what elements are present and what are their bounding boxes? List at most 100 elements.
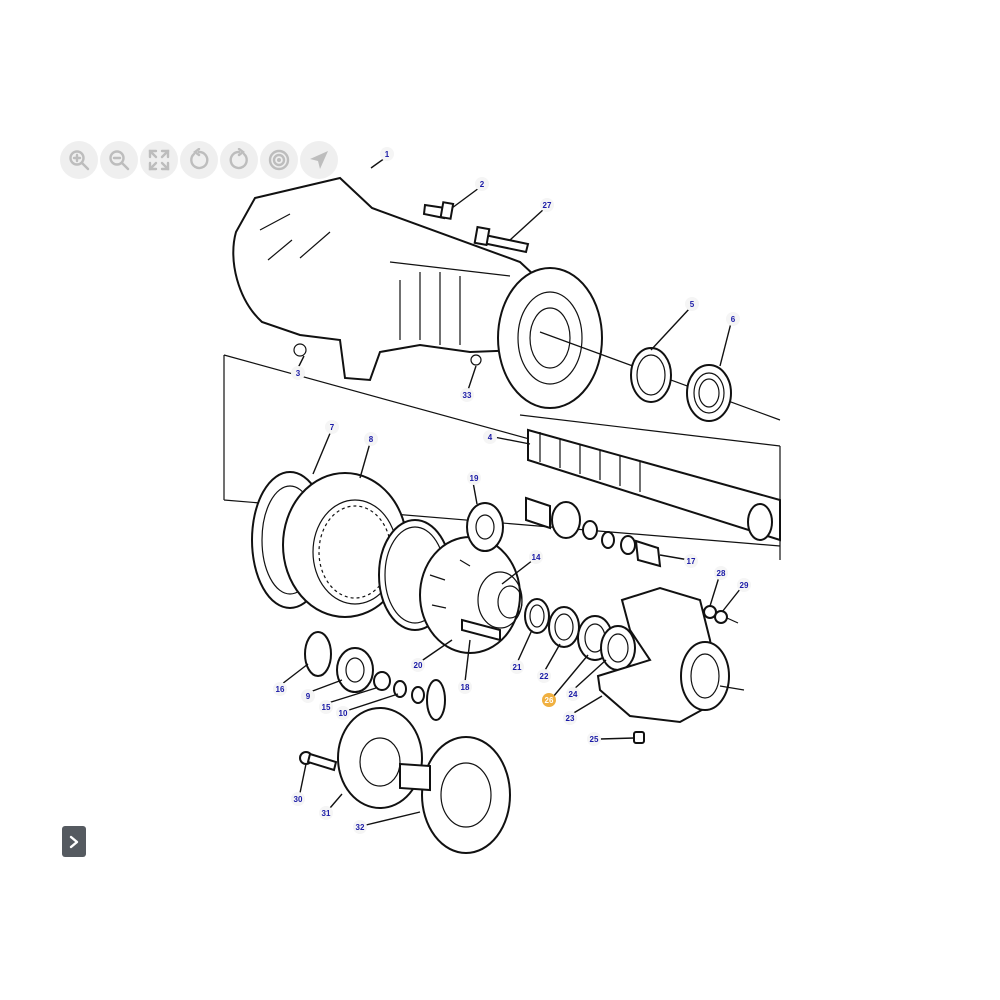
callout-marker-5[interactable] bbox=[685, 297, 699, 311]
wheel-hub-23 bbox=[596, 586, 745, 724]
callout-marker-30[interactable] bbox=[291, 792, 305, 806]
callout-marker-32[interactable] bbox=[353, 820, 367, 834]
callout-marker-22[interactable] bbox=[537, 669, 551, 683]
callout-label-14[interactable]: 14 bbox=[532, 553, 541, 562]
bolt-2 bbox=[422, 201, 455, 220]
callout-label-7[interactable]: 7 bbox=[330, 423, 335, 432]
callout-label-16[interactable]: 16 bbox=[276, 685, 285, 694]
callout-marker-10[interactable] bbox=[336, 706, 350, 720]
bearing-22 bbox=[548, 606, 580, 648]
callout-label-26[interactable]: 26 bbox=[545, 696, 554, 705]
callout-label-20[interactable]: 20 bbox=[414, 661, 423, 670]
spacer-10 bbox=[393, 679, 446, 721]
plug-25 bbox=[633, 731, 645, 744]
callout-marker-4[interactable] bbox=[483, 430, 497, 444]
planet-gear-19 bbox=[466, 502, 504, 552]
rotate-right-button[interactable] bbox=[220, 141, 258, 179]
planet-carrier-20 bbox=[419, 536, 523, 654]
chevron-right-icon bbox=[69, 835, 79, 848]
bearing-21 bbox=[524, 598, 550, 634]
callout-label-5[interactable]: 5 bbox=[690, 300, 695, 309]
callout-label-19[interactable]: 19 bbox=[470, 474, 479, 483]
planet-gear-upper bbox=[525, 496, 662, 568]
rotate-left-icon bbox=[190, 148, 209, 170]
callout-label-4[interactable]: 4 bbox=[488, 433, 493, 442]
callout-marker-29[interactable] bbox=[737, 578, 751, 592]
callout-marker-9[interactable] bbox=[301, 689, 315, 703]
callout-label-18[interactable]: 18 bbox=[461, 683, 470, 692]
bolt-27 bbox=[473, 225, 530, 254]
callout-marker-20[interactable] bbox=[411, 658, 425, 672]
zoom-in-icon bbox=[69, 150, 90, 171]
leader-lines bbox=[281, 157, 742, 826]
zoom-out-button[interactable] bbox=[100, 141, 138, 179]
callout-label-21[interactable]: 21 bbox=[513, 663, 522, 672]
needle-bearing-15 bbox=[373, 671, 391, 691]
callout-marker-3[interactable] bbox=[291, 366, 305, 380]
fit-to-screen-button[interactable] bbox=[140, 141, 178, 179]
callout-label-29[interactable]: 29 bbox=[740, 581, 749, 590]
zoom-out-icon bbox=[109, 150, 130, 171]
callout-marker-26[interactable] bbox=[542, 693, 556, 707]
callout-label-33[interactable]: 33 bbox=[463, 391, 472, 400]
callout-label-22[interactable]: 22 bbox=[540, 672, 549, 681]
brake-plate-31 bbox=[337, 707, 423, 809]
drive-flange-32 bbox=[399, 736, 511, 854]
stud-30 bbox=[299, 751, 338, 772]
planet-gear-9 bbox=[336, 647, 374, 693]
callout-label-28[interactable]: 28 bbox=[717, 569, 726, 578]
callout-marker-8[interactable] bbox=[364, 432, 378, 446]
callout-label-6[interactable]: 6 bbox=[731, 315, 736, 324]
rotate-right-icon bbox=[229, 148, 248, 170]
callout-label-15[interactable]: 15 bbox=[322, 703, 331, 712]
pointer-button[interactable] bbox=[300, 141, 338, 179]
viewer-toolbar bbox=[60, 141, 338, 179]
oil-seal-6 bbox=[686, 364, 732, 422]
seal-ring-5 bbox=[630, 347, 672, 403]
target-button[interactable] bbox=[260, 141, 298, 179]
thrust-washer-16 bbox=[304, 631, 332, 677]
callout-marker-25[interactable] bbox=[587, 732, 601, 746]
washer-29 bbox=[714, 610, 739, 624]
callout-label-1[interactable]: 1 bbox=[385, 150, 390, 159]
callout-label-24[interactable]: 24 bbox=[569, 690, 578, 699]
callout-marker-17[interactable] bbox=[684, 554, 698, 568]
callout-label-32[interactable]: 32 bbox=[356, 823, 365, 832]
callout-label-2[interactable]: 2 bbox=[480, 180, 485, 189]
callout-marker-18[interactable] bbox=[458, 680, 472, 694]
callout-marker-1[interactable] bbox=[380, 147, 394, 161]
callout-marker-2[interactable] bbox=[475, 177, 489, 191]
callout-label-30[interactable]: 30 bbox=[294, 795, 303, 804]
callout-marker-21[interactable] bbox=[510, 660, 524, 674]
callout-marker-28[interactable] bbox=[714, 566, 728, 580]
axle-shaft-4 bbox=[527, 428, 781, 542]
callout-marker-14[interactable] bbox=[529, 550, 543, 564]
callout-label-25[interactable]: 25 bbox=[590, 735, 599, 744]
navigation-arrow-icon bbox=[310, 151, 328, 169]
callout-label-8[interactable]: 8 bbox=[369, 435, 374, 444]
side-panel-toggle-button[interactable] bbox=[62, 826, 86, 857]
callout-marker-16[interactable] bbox=[273, 682, 287, 696]
callout-label-9[interactable]: 9 bbox=[306, 692, 311, 701]
callout-marker-33[interactable] bbox=[460, 388, 474, 402]
callout-label-10[interactable]: 10 bbox=[339, 709, 348, 718]
target-icon bbox=[268, 149, 290, 171]
callout-marker-24[interactable] bbox=[566, 687, 580, 701]
callout-label-23[interactable]: 23 bbox=[566, 714, 575, 723]
callout-label-31[interactable]: 31 bbox=[322, 809, 331, 818]
callout-marker-31[interactable] bbox=[319, 806, 333, 820]
callout-marker-19[interactable] bbox=[467, 471, 481, 485]
rotate-left-button[interactable] bbox=[180, 141, 218, 179]
zoom-in-button[interactable] bbox=[60, 141, 98, 179]
callout-label-3[interactable]: 3 bbox=[296, 369, 301, 378]
callout-marker-27[interactable] bbox=[540, 198, 554, 212]
callout-marker-15[interactable] bbox=[319, 700, 333, 714]
callout-label-27[interactable]: 27 bbox=[543, 201, 552, 210]
callout-marker-6[interactable] bbox=[726, 312, 740, 326]
callout-marker-23[interactable] bbox=[563, 711, 577, 725]
callout-label-17[interactable]: 17 bbox=[687, 557, 696, 566]
callout-marker-7[interactable] bbox=[325, 420, 339, 434]
